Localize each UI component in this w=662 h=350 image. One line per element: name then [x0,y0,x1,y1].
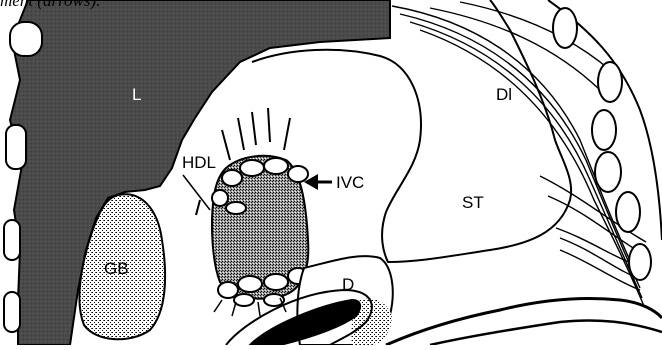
bottom-right-contour-2 [430,320,662,345]
rib-cross-sections-right [553,8,651,280]
label-stomach: ST [462,193,484,212]
label-duodenum: D [342,275,354,294]
label-hdl: HDL [182,153,216,172]
label-gallbladder: GB [104,259,129,278]
label-liver: L [132,85,141,104]
label-ivc: IVC [336,173,364,192]
caption-fragment: ment (arrows). [0,0,100,11]
hdl-pointer-line [183,175,210,210]
label-diaphragm: Dl [496,85,512,104]
